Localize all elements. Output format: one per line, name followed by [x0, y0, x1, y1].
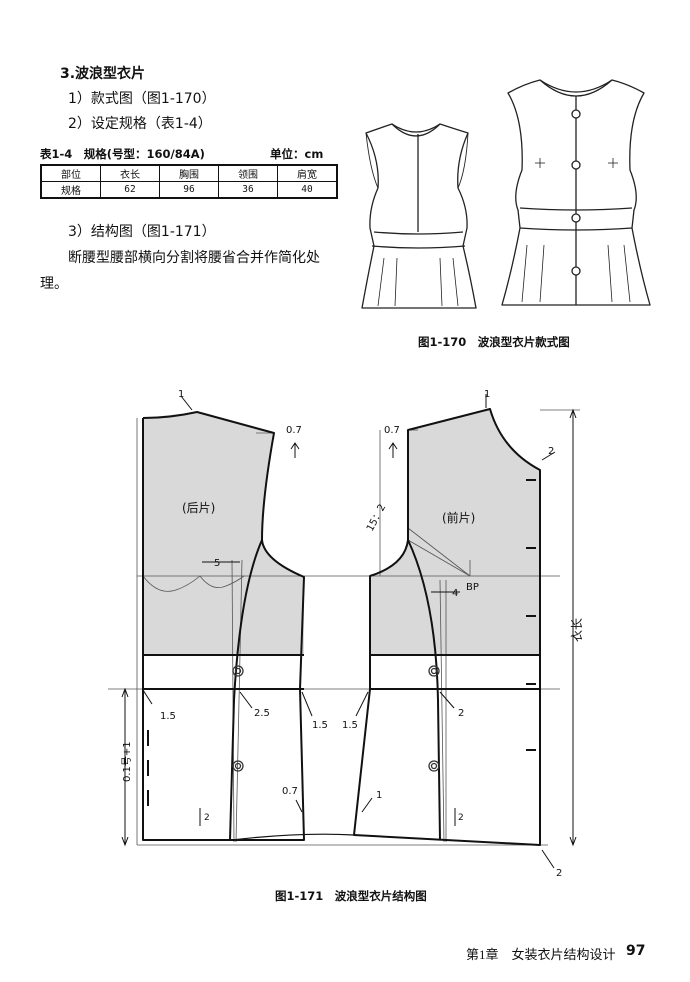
total-length-label: 衣长 — [569, 618, 584, 642]
label-back-side-out: 1.5 — [312, 720, 328, 731]
label-front-hem-drop: 2 — [556, 868, 562, 879]
label-back-neck-rise: 1 — [178, 389, 184, 400]
table-header-cell: 领围 — [218, 164, 278, 182]
label-front-dart-in: 2 — [458, 708, 464, 719]
label-front-shoulder-raise: 0.7 — [384, 425, 400, 436]
table-row: 规格 62 96 36 40 — [40, 181, 338, 199]
measure-labels: 1 0.7 0.7 1 2 5 4 BP 1.5 2.5 1.5 1.5 2 0… — [160, 389, 562, 879]
dimension-lines — [121, 394, 577, 869]
table-cell: 96 — [159, 181, 219, 199]
table-header-cell: 衣长 — [100, 164, 160, 182]
chapter-footer: 第1章 女装衣片结构设计 — [466, 947, 616, 962]
front-view-drawing — [501, 79, 651, 306]
item-spec-setting: 2）设定规格（表1-4） — [68, 116, 212, 132]
section-title: 3.波浪型衣片 — [60, 66, 146, 82]
back-view-drawing — [361, 123, 477, 309]
spec-table: 部位 衣长 胸围 领围 肩宽 规格 62 96 36 40 — [40, 164, 338, 199]
button-marks — [147, 479, 536, 806]
table-cell: 40 — [277, 181, 338, 199]
button-icon — [571, 109, 581, 276]
label-front-neck-drop: 2 — [548, 446, 554, 457]
label-back-dart: 5 — [214, 558, 220, 569]
waist-height-label: 0.1号+1 — [121, 741, 133, 782]
shaded-regions — [143, 409, 540, 655]
table-header-cell: 肩宽 — [277, 164, 338, 182]
figure-170-caption: 图1-170 波浪型衣片款式图 — [418, 335, 570, 349]
table-header-row: 部位 衣长 胸围 领围 肩宽 — [40, 164, 338, 182]
label-front-hem-rise: 2 — [458, 813, 464, 823]
table-cell: 36 — [218, 181, 278, 199]
label-back-hem-side: 0.7 — [282, 786, 298, 797]
front-piece-label: (前片) — [442, 510, 475, 525]
page-number: 97 — [626, 943, 646, 959]
label-front-dart: 4 — [452, 588, 458, 599]
label-back-shoulder-raise: 0.7 — [286, 425, 302, 436]
pattern-outlines — [142, 408, 541, 846]
label-front-side-out: 1.5 — [342, 720, 358, 731]
label-front-hem-side: 1 — [376, 790, 382, 801]
item-structure: 3）结构图（图1-171） — [68, 224, 216, 240]
item-style-drawing: 1）款式图（图1-170） — [68, 91, 216, 107]
button-icon — [232, 665, 440, 772]
label-front-neck-top: 1 — [484, 389, 490, 400]
back-piece-label: (后片) — [182, 501, 215, 515]
table-header-cell: 胸围 — [159, 164, 219, 182]
figure-171-caption: 图1-171 波浪型衣片结构图 — [275, 889, 427, 903]
body-paragraph: 断腰型腰部横向分割将腰省合并作简化处理。 — [40, 250, 320, 292]
table-cell: 62 — [100, 181, 160, 199]
label-bp: BP — [466, 582, 479, 593]
table-caption: 表1-4 规格(号型：160/84A) — [40, 147, 205, 161]
label-back-hem-rise: 2 — [204, 813, 210, 823]
table-cell: 规格 — [40, 181, 101, 199]
construction-lines — [108, 409, 580, 846]
dart-ratio-label: 15：2 — [365, 503, 388, 534]
table-unit: 单位：cm — [270, 147, 324, 161]
label-back-side-in: 1.5 — [160, 711, 176, 722]
table-header-cell: 部位 — [40, 164, 101, 182]
label-back-dart-in: 2.5 — [254, 708, 270, 719]
